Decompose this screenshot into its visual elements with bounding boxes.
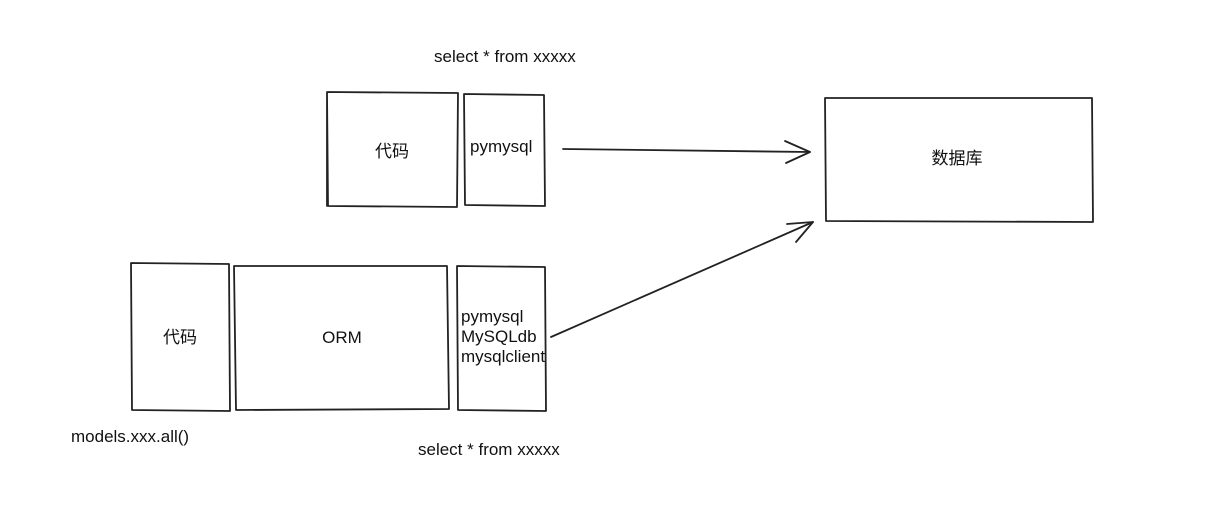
top-arrow-head [784,140,811,164]
orm-box [233,265,450,411]
top-code-label: 代码 [375,142,409,161]
driver-pymysql: pymysql [461,307,524,326]
orm-label: ORM [322,328,362,347]
driver-mysqlclient: mysqlclient [461,347,546,366]
bottom-code-label: 代码 [163,328,197,347]
database-label: 数据库 [931,149,983,168]
bottom-arrow-head [786,221,814,243]
driver-list: pymysql MySQLdb mysqlclient [461,307,545,367]
orm-call-text: models.xxx.all() [71,427,190,446]
bottom-sql-text: select * from xxxxx [418,440,560,459]
bottom-arrow-line [550,221,814,338]
top-arrow-line [562,148,811,153]
top-sql-text: select * from xxxxx [434,47,576,66]
bottom-driver-box [456,265,547,412]
bottom-code-box [130,262,231,412]
top-driver-box [463,93,546,207]
top-code-box [326,91,459,208]
database-box [824,97,1094,223]
top-driver-label: pymysql [470,137,533,156]
driver-mysqldb: MySQLdb [461,327,537,346]
